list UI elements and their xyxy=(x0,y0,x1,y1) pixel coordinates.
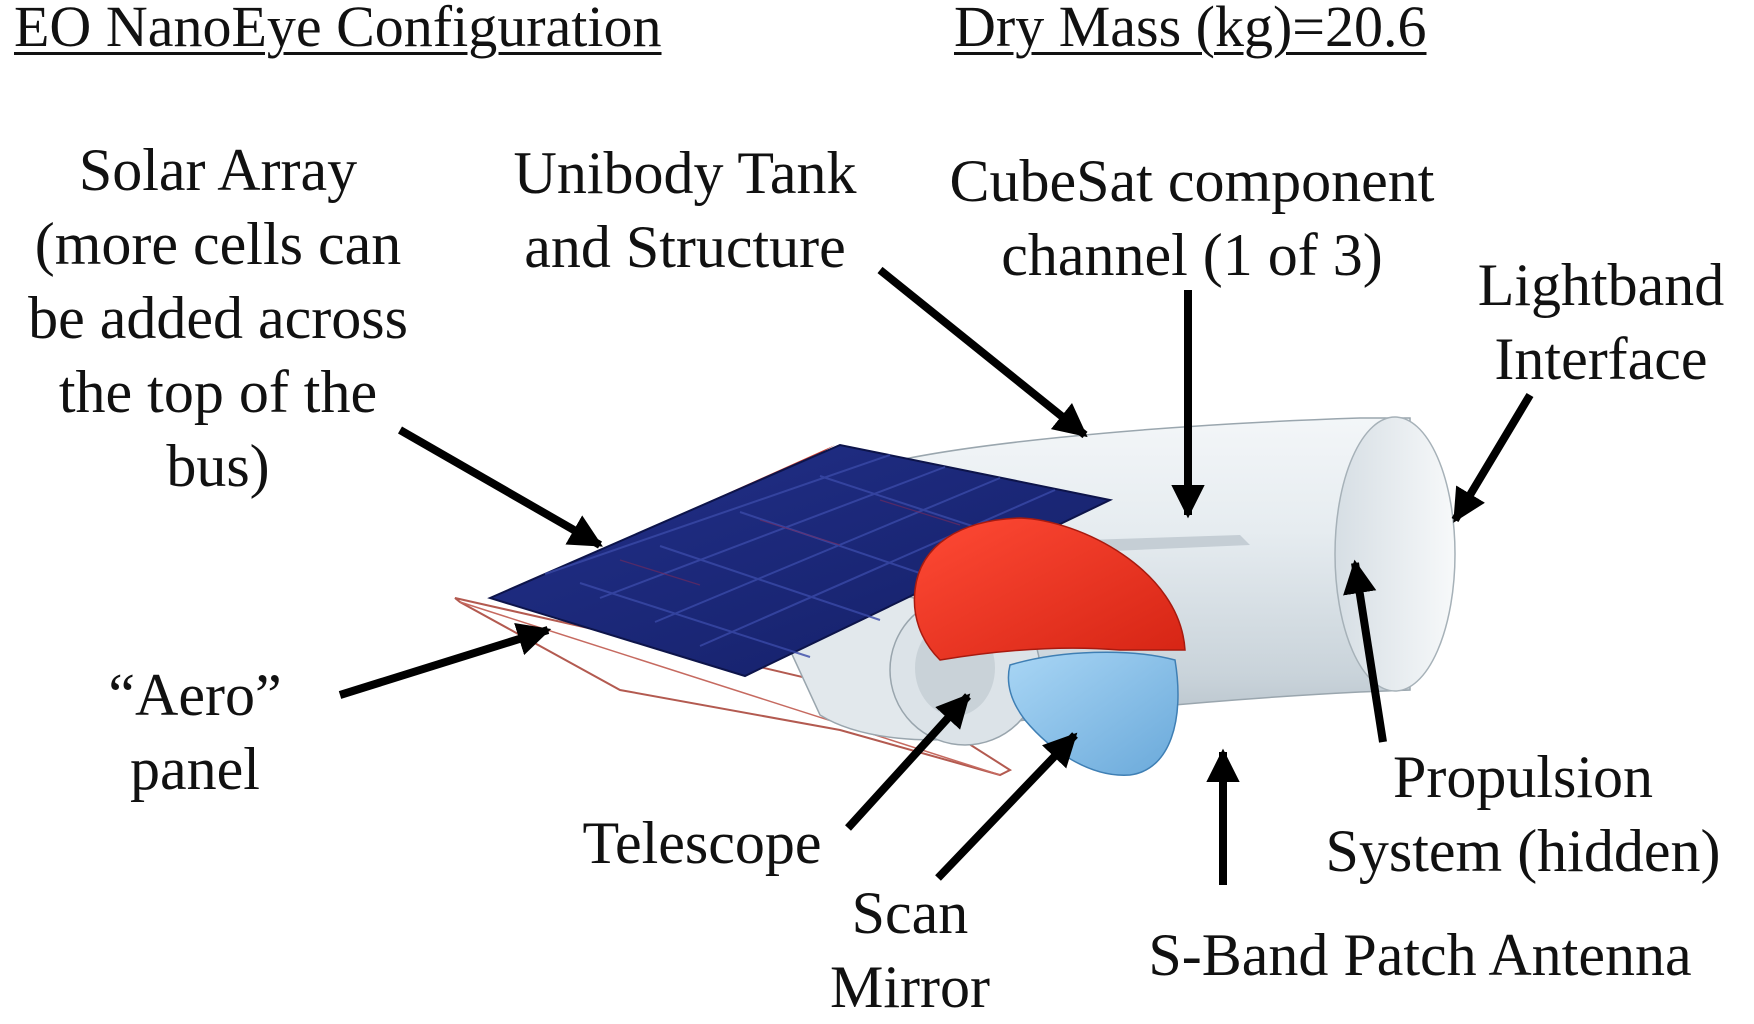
arrow-lightband xyxy=(1451,392,1534,523)
label-aero-panel: “Aero” panel xyxy=(108,662,282,802)
scan-mirror-shape xyxy=(1007,651,1179,776)
solar-array-panel xyxy=(487,443,1114,678)
arrow-aero-panel xyxy=(338,622,552,699)
label-cubesat-channel: CubeSat component channel (1 of 3) xyxy=(949,148,1435,288)
label-unibody-tank: Unibody Tank and Structure xyxy=(513,140,857,280)
arrow-scan-mirror xyxy=(935,732,1078,881)
label-solar-array: Solar Array (more cells can be added acr… xyxy=(28,137,408,499)
arrow-solar-array xyxy=(398,426,603,549)
label-s-band-antenna: S-Band Patch Antenna xyxy=(1148,922,1692,988)
red-sun-cover xyxy=(913,517,1186,661)
arrow-unibody-tank xyxy=(877,266,1088,439)
label-propulsion: Propulsion System (hidden) xyxy=(1325,744,1721,884)
label-lightband: Lightband Interface xyxy=(1477,252,1725,392)
cubesat-channel-slot xyxy=(1085,535,1250,552)
arrow-propulsion xyxy=(1343,559,1387,743)
label-scan-mirror: Scan Mirror xyxy=(830,880,990,1020)
label-telescope: Telescope xyxy=(582,810,822,876)
title-dry-mass: Dry Mass (kg)=20.6 xyxy=(954,0,1427,59)
arrow-telescope xyxy=(845,693,971,831)
title-configuration: EO NanoEye Configuration xyxy=(14,0,662,59)
